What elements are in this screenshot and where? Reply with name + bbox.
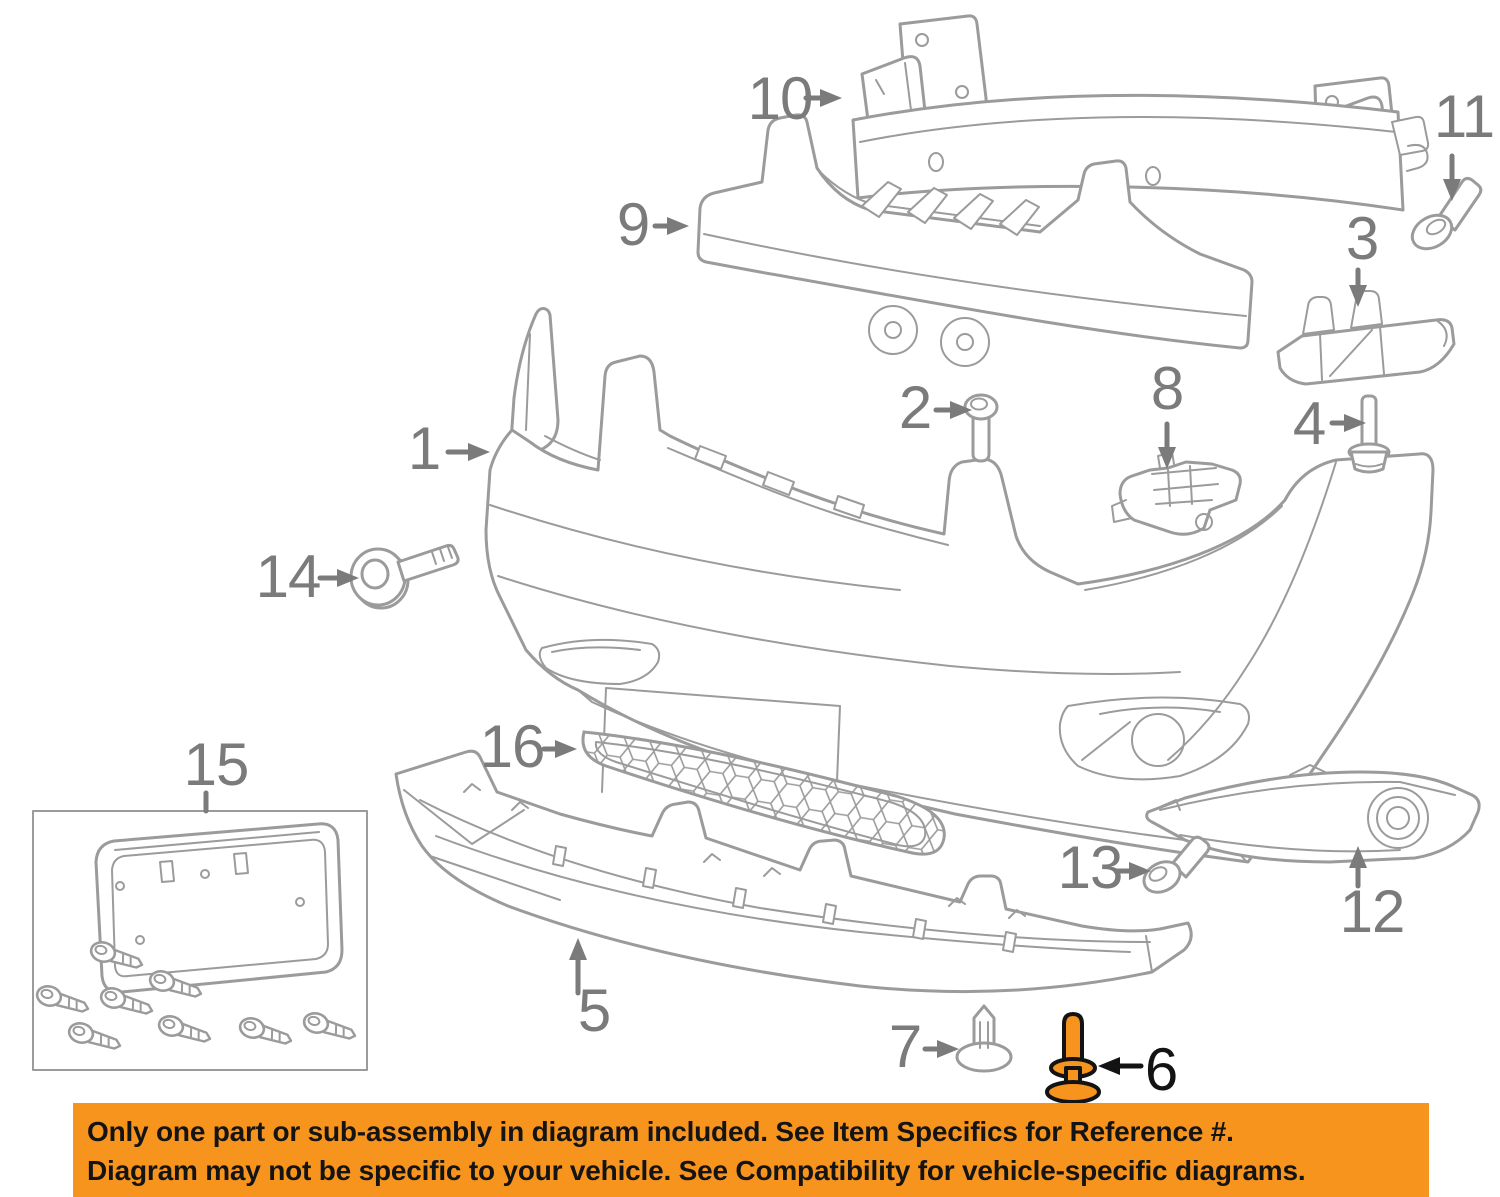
callout-10-label: 10 (747, 64, 814, 132)
callout-6-label: 6 (1144, 1035, 1178, 1103)
callout-12-label: 12 (1339, 877, 1406, 945)
bumper-cover-drawing (484, 307, 1435, 864)
callout-2-label: 2 (898, 373, 932, 441)
callout-14-label: 14 (255, 542, 322, 610)
bolt-13-drawing (1142, 835, 1211, 894)
lower-deflector-drawing (394, 749, 1193, 994)
callout-15-label: 15 (183, 730, 250, 798)
callout-arrows (203, 89, 1461, 1075)
bolt-4-drawing (1347, 394, 1391, 474)
highlighted-fastener-drawing (1045, 1012, 1101, 1104)
callout-1-label: 1 (407, 414, 441, 482)
screw-2-drawing (963, 393, 999, 463)
energy-absorber-drawing (696, 113, 1254, 367)
disclaimer-line-1: Only one part or sub-assembly in diagram… (87, 1116, 1234, 1147)
callout-16-label: 16 (479, 712, 546, 780)
tow-hook-drawing (349, 543, 460, 610)
callout-7-label: 7 (888, 1012, 922, 1080)
lower-grille-drawing (581, 730, 946, 856)
bracket-3-drawing (1276, 290, 1456, 386)
push-pin-drawing (955, 1004, 1013, 1073)
callout-8-label: 8 (1150, 354, 1184, 422)
callout-13-label: 13 (1057, 833, 1124, 901)
callout-11-label: 11 (1433, 82, 1495, 150)
reinforcement-bar-drawing (851, 14, 1430, 212)
license-bracket-kit-drawing (32, 810, 368, 1071)
disclaimer-banner: Only one part or sub-assembly in diagram… (73, 1103, 1429, 1197)
callout-4-label: 4 (1292, 389, 1326, 457)
callout-5-label: 5 (577, 976, 611, 1044)
callout-3-label: 3 (1345, 204, 1379, 272)
bracket-8-drawing (1111, 451, 1242, 536)
disclaimer-line-2: Diagram may not be specific to your vehi… (87, 1155, 1306, 1186)
callout-9-label: 9 (616, 190, 650, 258)
bolt-11-drawing (1410, 176, 1483, 251)
